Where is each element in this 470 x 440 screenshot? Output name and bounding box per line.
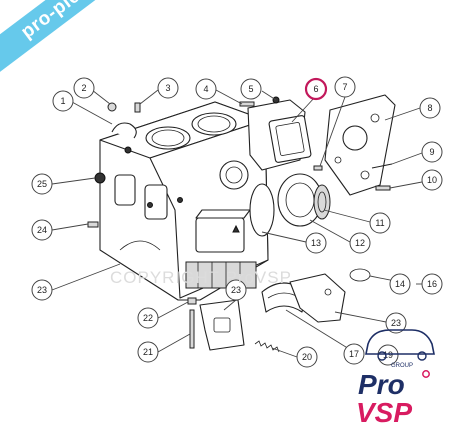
callout-2: 2 xyxy=(73,77,95,99)
callout-23-cap: 23 xyxy=(225,279,247,301)
bearing-cap-right xyxy=(289,273,346,323)
callout-label: 21 xyxy=(143,347,153,357)
callout-5: 5 xyxy=(240,78,262,100)
callout-20: 20 xyxy=(296,346,318,368)
callout-label: 8 xyxy=(427,103,432,113)
logo-group-text: GROUP xyxy=(391,363,413,369)
callout-label: 19 xyxy=(383,350,393,360)
callout-4: 4 xyxy=(195,78,217,100)
washer-part-22 xyxy=(187,297,197,305)
callout-21: 21 xyxy=(137,341,159,363)
plug-part xyxy=(94,172,106,184)
callout-23-right: 23 xyxy=(385,312,407,334)
bolt-part-9 xyxy=(371,163,393,169)
bearing-housing xyxy=(277,173,331,227)
callout-label: 11 xyxy=(375,218,384,228)
callout-label: 22 xyxy=(143,313,153,323)
callout-14: 14 xyxy=(389,273,411,295)
callout-23-left: 23 xyxy=(31,279,53,301)
gasket-part-13 xyxy=(249,183,275,237)
callout-label: 5 xyxy=(248,84,253,94)
dowel-part xyxy=(87,221,99,228)
pin-part-10 xyxy=(375,185,391,191)
callout-label: 10 xyxy=(427,175,437,185)
callout-label: 6 xyxy=(313,84,318,94)
callout-10: 10 xyxy=(421,169,443,191)
callout-24: 24 xyxy=(31,219,53,241)
screw-part xyxy=(134,102,141,113)
callout-12: 12 xyxy=(349,232,371,254)
callout-label: 14 xyxy=(395,279,405,289)
callout-1: 1 xyxy=(52,90,74,112)
screw-part-7 xyxy=(313,165,323,171)
spring-part-20 xyxy=(254,340,280,353)
bolt-part-21 xyxy=(189,309,195,349)
leader-lines xyxy=(51,89,424,358)
rear-plate xyxy=(324,94,396,196)
callout-6-highlighted: 6 xyxy=(304,77,328,101)
callout-label: 13 xyxy=(311,238,321,248)
nut-part xyxy=(107,102,117,112)
engine-block xyxy=(99,101,269,301)
callout-label: 16 xyxy=(427,279,437,289)
hose-clip-part xyxy=(111,122,137,139)
callout-9: 9 xyxy=(421,141,443,163)
callout-19: 19 xyxy=(377,344,399,366)
callout-label: 1 xyxy=(60,96,65,106)
callout-22: 22 xyxy=(137,307,159,329)
oil-pump-cover xyxy=(239,96,312,171)
callout-8: 8 xyxy=(419,97,441,119)
callout-label: 7 xyxy=(342,82,347,92)
callout-label: 24 xyxy=(37,225,47,235)
callout-label: 20 xyxy=(302,352,312,362)
callout-label: 23 xyxy=(391,318,401,328)
callout-label: 17 xyxy=(349,349,359,359)
bearing-cap-left xyxy=(199,299,245,351)
callout-label: 25 xyxy=(37,179,47,189)
callout-label: 9 xyxy=(429,147,434,157)
callout-16: 16 xyxy=(421,273,443,295)
logo-vsp-text: VSP xyxy=(356,397,412,428)
callout-label: 2 xyxy=(81,83,86,93)
callout-label: 12 xyxy=(355,238,365,248)
provsp-logo: GROUP Pro VSP xyxy=(356,329,435,428)
callout-3: 3 xyxy=(157,77,179,99)
logo-pro-text: Pro xyxy=(358,369,405,400)
circlip-part-14 xyxy=(349,268,371,282)
callout-label: 23 xyxy=(231,285,241,295)
callout-25: 25 xyxy=(31,173,53,195)
callout-label: 3 xyxy=(165,83,170,93)
callout-label: 4 xyxy=(203,84,208,94)
callout-17: 17 xyxy=(343,343,365,365)
callout-label: 23 xyxy=(37,285,47,295)
copyright-watermark: COPYRIGHT ProVSP xyxy=(110,268,292,287)
callout-7: 7 xyxy=(334,76,356,98)
callout-13: 13 xyxy=(305,232,327,254)
callout-11: 11 xyxy=(369,212,391,234)
